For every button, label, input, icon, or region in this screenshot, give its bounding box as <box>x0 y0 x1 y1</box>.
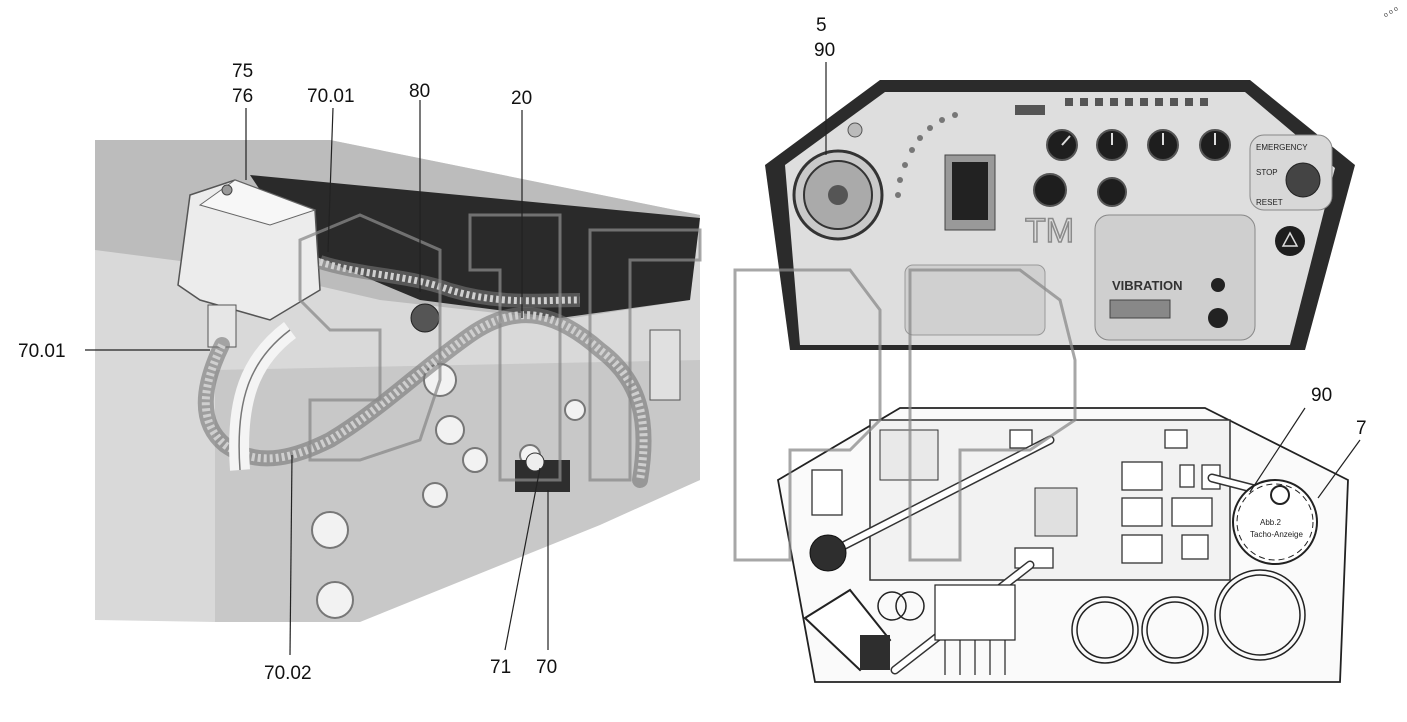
label-80: 80 <box>409 81 430 102</box>
gauge-label-1: Abb.2 <box>1260 518 1281 527</box>
panel-rear: Abb.2 Tacho-Anzeige <box>777 407 1349 683</box>
label-70: 70 <box>536 657 557 678</box>
label-70-02: 70.02 <box>264 663 312 684</box>
label-20: 20 <box>511 88 532 109</box>
stop-label: STOP <box>1256 168 1278 177</box>
label-5: 5 <box>816 15 827 36</box>
vibration-label: VIBRATION <box>1112 278 1183 293</box>
corner-mark: o o o <box>1383 5 1400 19</box>
left-photo <box>95 140 700 622</box>
label-70-01-left: 70.01 <box>18 341 66 362</box>
connector-box <box>177 179 321 348</box>
leader-lines <box>85 62 1361 656</box>
svg-text:TM: TM <box>1025 212 1074 250</box>
label-7: 7 <box>1356 418 1367 439</box>
emergency-label: EMERGENCY <box>1256 143 1308 152</box>
label-76: 76 <box>232 86 253 107</box>
label-90-right: 90 <box>1311 385 1332 406</box>
gauge-label-2: Tacho-Anzeige <box>1250 530 1303 539</box>
callout-labels: 75 76 70.01 80 20 70.01 70.02 71 70 5 90… <box>18 15 1367 684</box>
watermark: TM <box>298 211 1077 562</box>
label-75: 75 <box>232 61 253 82</box>
label-90-top: 90 <box>814 40 835 61</box>
reset-label: RESET <box>1256 198 1283 207</box>
label-70-01-top: 70.01 <box>307 86 355 107</box>
label-71: 71 <box>490 657 511 678</box>
control-panel: VIBRATION EMERGENCY STOP RESET <box>765 80 1355 350</box>
